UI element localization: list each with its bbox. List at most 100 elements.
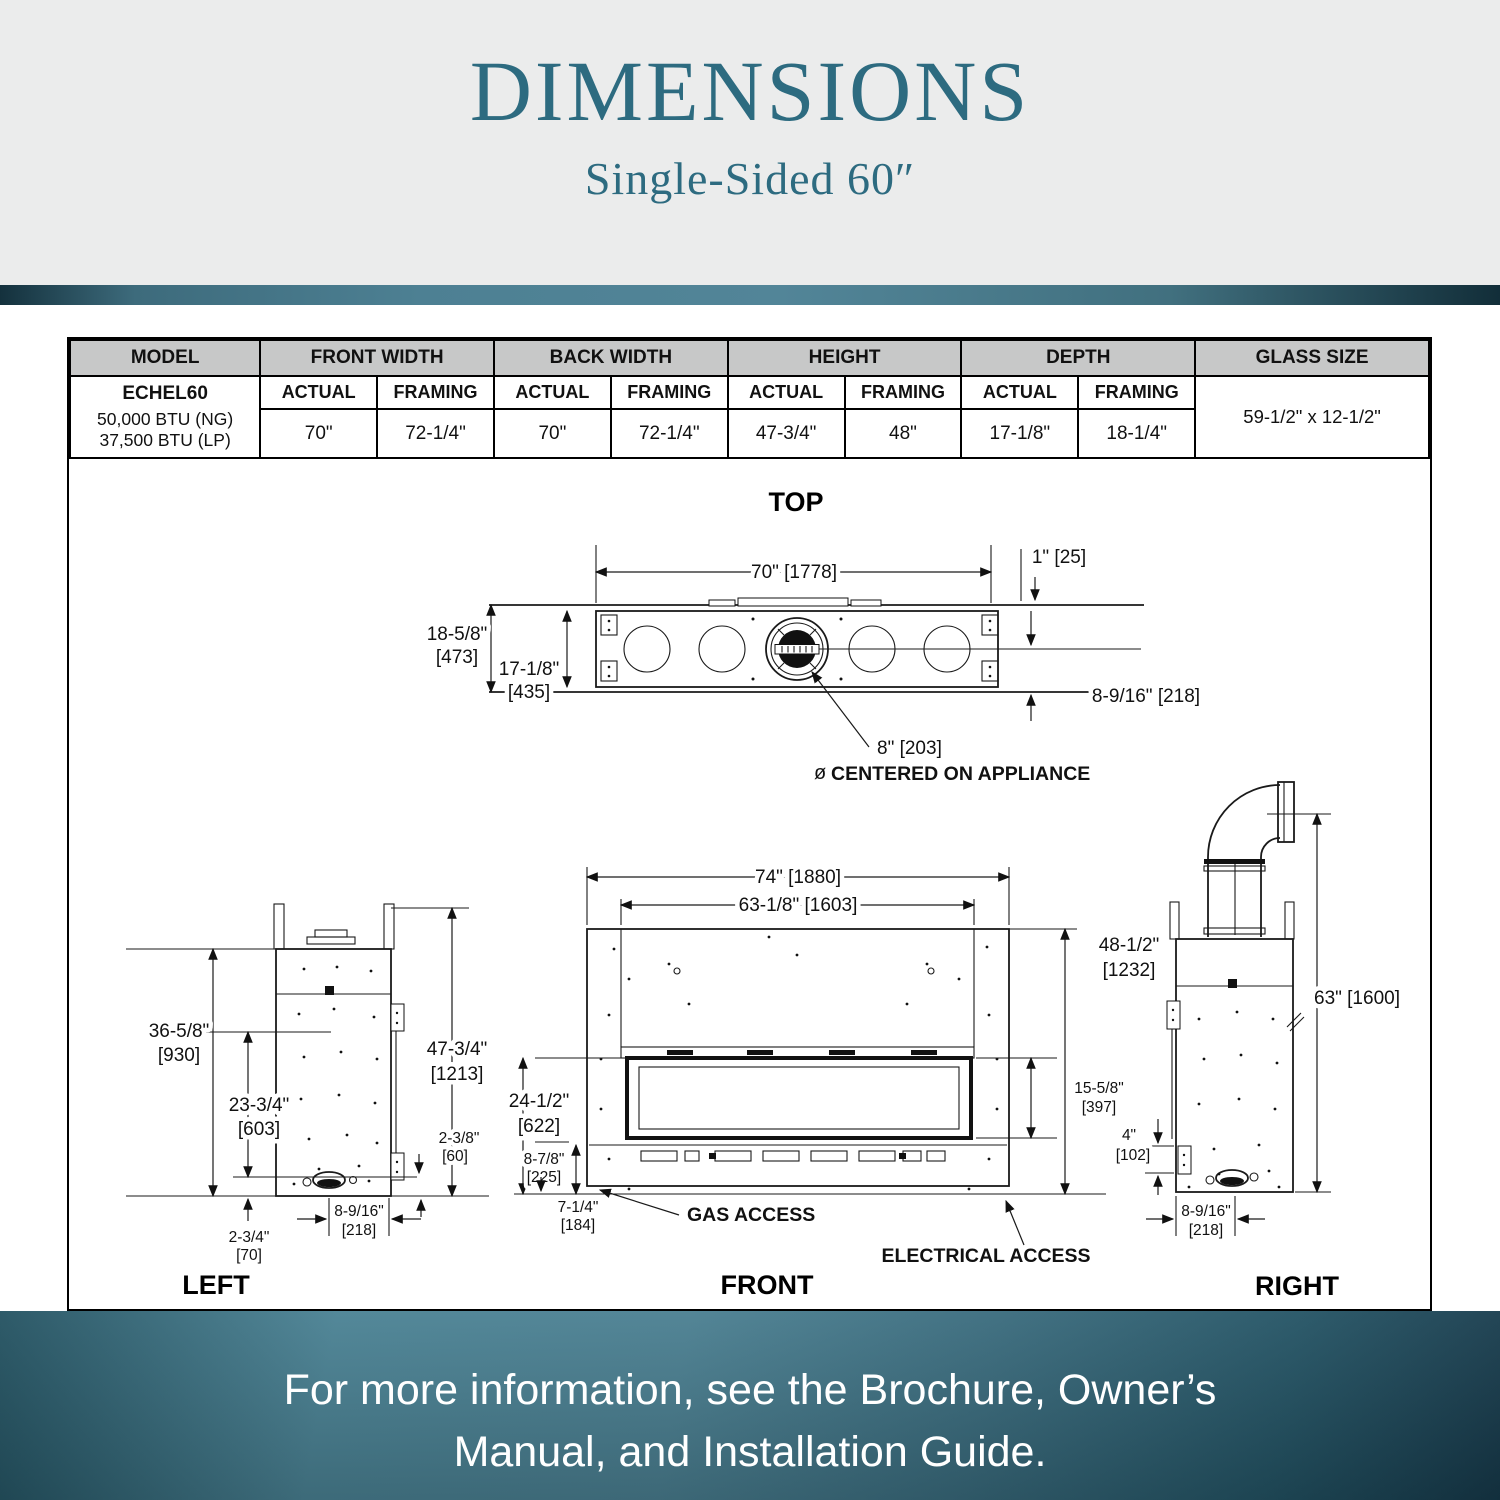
divider-bar xyxy=(0,285,1500,305)
dim-right-bracket-mm: [102] xyxy=(1116,1147,1150,1164)
footer-text: For more information, see the Brochure, … xyxy=(0,1311,1500,1483)
value-height-framing: 48" xyxy=(843,408,963,459)
flue-centered-note: CENTERED ON APPLIANCE xyxy=(831,763,1090,785)
subheader-front-actual: ACTUAL xyxy=(259,375,379,410)
dim-front-floor-in: 7-1/4" xyxy=(558,1199,599,1216)
top-corner-brackets xyxy=(600,614,999,682)
value-depth-actual: 17-1/8" xyxy=(960,408,1080,459)
dim-left-height-lower-in: 23-3/4" xyxy=(229,1095,290,1116)
dim-top-depth-framing-in: 18-5/8" xyxy=(427,624,488,645)
subheader-front-framing: FRAMING xyxy=(376,375,495,410)
dim-top-rear: 8-9/16" [218] xyxy=(1092,686,1200,707)
right-screw-dots xyxy=(1187,1010,1281,1189)
value-front-framing: 72-1/4" xyxy=(376,408,495,459)
header: DIMENSIONS Single-Sided 60″ xyxy=(0,0,1500,285)
dim-front-base-in: 8-7/8" xyxy=(524,1151,565,1168)
dim-left-lip-mm: [70] xyxy=(236,1247,262,1264)
value-back-framing: 72-1/4" xyxy=(609,408,729,459)
dim-right-height: 63" [1600] xyxy=(1314,988,1400,1009)
dim-top-width: 70" [1778] xyxy=(751,562,837,583)
subheader-height-framing: FRAMING xyxy=(843,375,963,410)
diameter-symbol: ø xyxy=(814,762,826,784)
value-depth-framing: 18-1/4" xyxy=(1077,408,1197,459)
dim-flue-diameter: 8" [203] xyxy=(877,738,942,759)
model-btu-ng: 50,000 BTU (NG) xyxy=(97,408,234,429)
value-back-actual: 70" xyxy=(492,408,612,459)
footer-line-1: For more information, see the Brochure, … xyxy=(283,1366,1217,1414)
dim-front-glass-mm: [397] xyxy=(1082,1099,1116,1116)
dim-left-height-total-mm: [1213] xyxy=(431,1064,484,1085)
model-btu-lp: 37,500 BTU (LP) xyxy=(99,430,231,451)
electrical-access-label: ELECTRICAL ACCESS xyxy=(881,1245,1090,1267)
front-view: FRONT 74" [1880] 63-1/8" [1603] xyxy=(504,863,1164,1301)
col-header-back-width: BACK WIDTH xyxy=(492,339,729,377)
right-view: RIGHT xyxy=(1112,781,1404,1301)
top-view: TOP 70" [1778] 1" [25] xyxy=(422,487,1204,789)
col-header-front-width: FRONT WIDTH xyxy=(259,339,495,377)
footer-line-2: Manual, and Installation Guide. xyxy=(453,1428,1047,1476)
dim-right-base-mm: [218] xyxy=(1189,1222,1223,1239)
front-view-title: FRONT xyxy=(721,1270,814,1300)
spec-table: MODEL FRONT WIDTH BACK WIDTH HEIGHT DEPT… xyxy=(68,339,1430,459)
dim-left-bracket-mm: [60] xyxy=(442,1148,468,1165)
dim-front-left-mm: [622] xyxy=(518,1116,560,1137)
model-cell: ECHEL60 50,000 BTU (NG) 37,500 BTU (LP) xyxy=(68,375,262,459)
front-screw-dots xyxy=(599,935,999,1191)
value-height-actual: 47-3/4" xyxy=(726,408,846,459)
dim-right-bracket-in: 4" xyxy=(1122,1127,1136,1144)
right-view-title: RIGHT xyxy=(1255,1271,1340,1301)
vent-pipe xyxy=(1203,781,1295,937)
dim-top-depth-actual-mm: [435] xyxy=(508,682,550,703)
dim-front-left-in: 24-1/2" xyxy=(509,1091,570,1112)
table-subheader-row: ECHEL60 50,000 BTU (NG) 37,500 BTU (LP) … xyxy=(68,375,1430,459)
value-front-actual: 70" xyxy=(259,408,379,459)
subheader-depth-framing: FRAMING xyxy=(1077,375,1197,410)
dim-front-floor-mm: [184] xyxy=(561,1217,595,1234)
col-header-model: MODEL xyxy=(68,339,262,377)
subheader-back-actual: ACTUAL xyxy=(492,375,612,410)
subheader-height-actual: ACTUAL xyxy=(726,375,846,410)
dim-left-base-mm: [218] xyxy=(342,1222,376,1239)
glass-size-value: 59-1/2" x 12-1/2" xyxy=(1194,375,1430,459)
right-burner xyxy=(1205,1169,1259,1187)
table-header-row: MODEL FRONT WIDTH BACK WIDTH HEIGHT DEPT… xyxy=(68,339,1430,377)
left-screw-dots xyxy=(292,965,379,1186)
dim-left-height-total-in: 47-3/4" xyxy=(427,1039,488,1060)
dim-front-width-outer: 74" [1880] xyxy=(755,867,841,888)
front-vent-slots xyxy=(640,1150,946,1162)
footer: For more information, see the Brochure, … xyxy=(0,1311,1500,1500)
technical-drawing: TOP 70" [1778] 1" [25] xyxy=(126,487,1404,1301)
model-name: ECHEL60 xyxy=(122,382,208,404)
dim-left-bracket-in: 2-3/8" xyxy=(439,1130,480,1147)
dim-right-base-in: 8-9/16" xyxy=(1181,1203,1230,1220)
table-values-row: 70" 72-1/4" 70" 72-1/4" 47-3/4" 48" 17-1… xyxy=(70,408,1429,459)
col-header-height: HEIGHT xyxy=(726,339,963,377)
dim-left-height-lower-mm: [603] xyxy=(238,1119,280,1140)
subheader-back-framing: FRAMING xyxy=(609,375,729,410)
dim-top-depth-framing-mm: [473] xyxy=(436,647,478,668)
top-view-title: TOP xyxy=(768,487,823,517)
subheader-depth-actual: ACTUAL xyxy=(960,375,1080,410)
dim-front-width-inner: 63-1/8" [1603] xyxy=(739,895,858,916)
left-burner xyxy=(302,1171,358,1189)
col-header-glass-size: GLASS SIZE xyxy=(1194,339,1430,377)
gas-access-label: GAS ACCESS xyxy=(687,1204,815,1226)
left-view-title: LEFT xyxy=(182,1270,250,1300)
col-header-depth: DEPTH xyxy=(960,339,1197,377)
dim-top-offset: 1" [25] xyxy=(1032,547,1086,568)
dim-front-base-mm: [225] xyxy=(527,1169,561,1186)
page-subtitle: Single-Sided 60″ xyxy=(584,153,916,204)
dim-left-base-in: 8-9/16" xyxy=(334,1203,383,1220)
dim-left-height-upper-mm: [930] xyxy=(158,1045,200,1066)
dim-left-height-upper-in: 36-5/8" xyxy=(149,1021,210,1042)
dim-left-lip-in: 2-3/4" xyxy=(229,1229,270,1246)
dim-top-depth-actual-in: 17-1/8" xyxy=(499,659,560,680)
glass-opening xyxy=(625,1056,973,1140)
dim-front-height-in: 48-1/2" xyxy=(1099,935,1160,956)
dim-front-height-mm: [1232] xyxy=(1103,960,1156,981)
left-view: LEFT xyxy=(126,903,492,1300)
dim-front-glass-in: 15-5/8" xyxy=(1074,1080,1123,1097)
flue-collar xyxy=(765,617,829,681)
content-box: MODEL FRONT WIDTH BACK WIDTH HEIGHT DEPT… xyxy=(67,337,1432,1311)
